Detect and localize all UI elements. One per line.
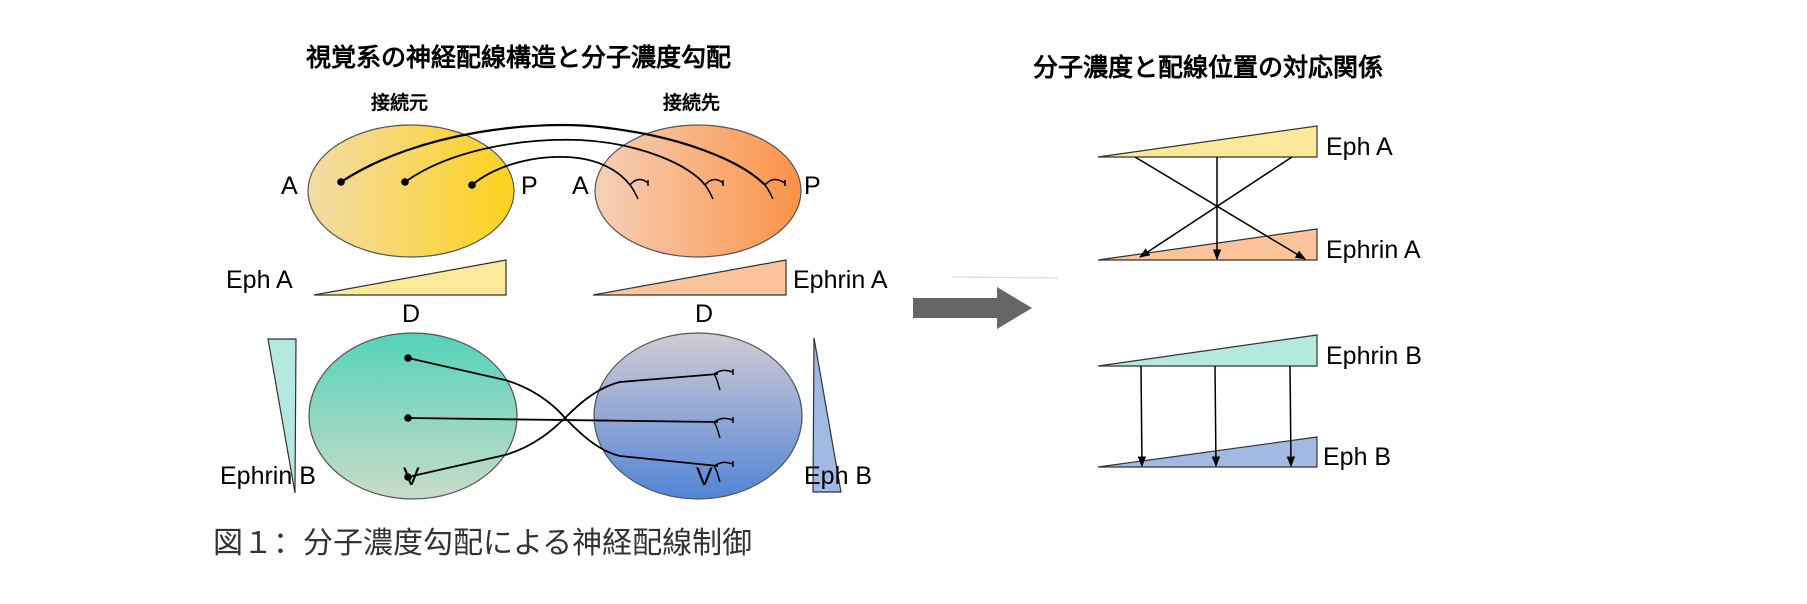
source-label: 接続元 — [371, 91, 428, 114]
source-ellipse-dv — [308, 332, 518, 500]
axon-middle — [404, 138, 706, 186]
mapping-arrow — [1139, 156, 1293, 258]
ephrin-a-label: Ephrin A — [793, 266, 888, 294]
target-posterior-label: P — [804, 172, 821, 200]
axon-inner — [471, 156, 631, 186]
right-eph-a-wedge — [1097, 125, 1318, 158]
mapping-arrow — [1211, 365, 1221, 468]
right-ephrin-a-label: Ephrin A — [1326, 236, 1421, 264]
source-ellipse-ap — [307, 124, 515, 258]
ephrin-b-gradient-wedge — [267, 338, 297, 494]
axon-terminal — [629, 178, 649, 200]
target-ellipse-ap — [594, 124, 802, 258]
right-panel-title: 分子濃度と配線位置の対応関係 — [1033, 53, 1383, 82]
cell-body-dot — [468, 181, 476, 189]
eph-b-gradient-wedge — [812, 337, 842, 493]
axon-terminal — [704, 178, 724, 200]
axon-terminal — [713, 417, 734, 439]
axon-outer — [340, 123, 766, 186]
right-ephrin-b-wedge — [1097, 334, 1318, 367]
mapping-arrow — [1286, 365, 1296, 468]
source-dorsal-label: D — [402, 300, 420, 328]
source-anterior-label: A — [281, 172, 298, 200]
cell-body-dot — [404, 354, 412, 362]
ephrin-a-gradient-wedge — [592, 259, 787, 296]
cell-body-dot — [337, 178, 345, 186]
right-ephrin-a-wedge — [1097, 228, 1318, 261]
cell-body-dot — [404, 414, 412, 422]
figure-caption: 図１：分子濃度勾配による神経配線制御 — [213, 526, 752, 561]
mapping-arrow — [1137, 365, 1147, 468]
right-ephrin-b-label: Ephrin B — [1326, 342, 1422, 370]
target-anterior-label: A — [572, 172, 589, 200]
axon-terminal — [713, 369, 734, 391]
cell-body-dot — [401, 178, 409, 186]
target-ventral-label: V — [696, 463, 713, 491]
target-dorsal-label: D — [695, 300, 713, 328]
right-eph-b-wedge — [1097, 436, 1318, 468]
mapping-arrow — [1134, 156, 1306, 260]
eph-b-label: Eph B — [804, 462, 872, 490]
faint-divider-line — [951, 276, 1059, 279]
cell-body-dot — [404, 473, 412, 481]
eph-a-gradient-wedge — [313, 259, 507, 296]
axon-terminal — [713, 461, 734, 483]
axon-terminal — [764, 178, 786, 200]
mapping-arrows-a — [1134, 156, 1306, 261]
target-label: 接続先 — [663, 91, 720, 114]
source-posterior-label: P — [521, 172, 538, 200]
left-panel-title: 視覚系の神経配線構造と分子濃度勾配 — [306, 43, 731, 72]
mapping-arrows-b — [1137, 365, 1296, 468]
ephrin-b-label: Ephrin B — [220, 462, 316, 490]
target-ellipse-dv — [593, 332, 803, 500]
axons-dv — [404, 354, 734, 483]
source-ventral-label: V — [403, 463, 420, 491]
right-eph-a-label: Eph A — [1326, 133, 1393, 161]
transition-arrow-icon — [913, 287, 1032, 329]
eph-a-label: Eph A — [226, 266, 293, 294]
right-eph-b-label: Eph B — [1323, 443, 1391, 471]
axon-ventral — [407, 373, 719, 478]
axons-ap — [337, 123, 786, 200]
